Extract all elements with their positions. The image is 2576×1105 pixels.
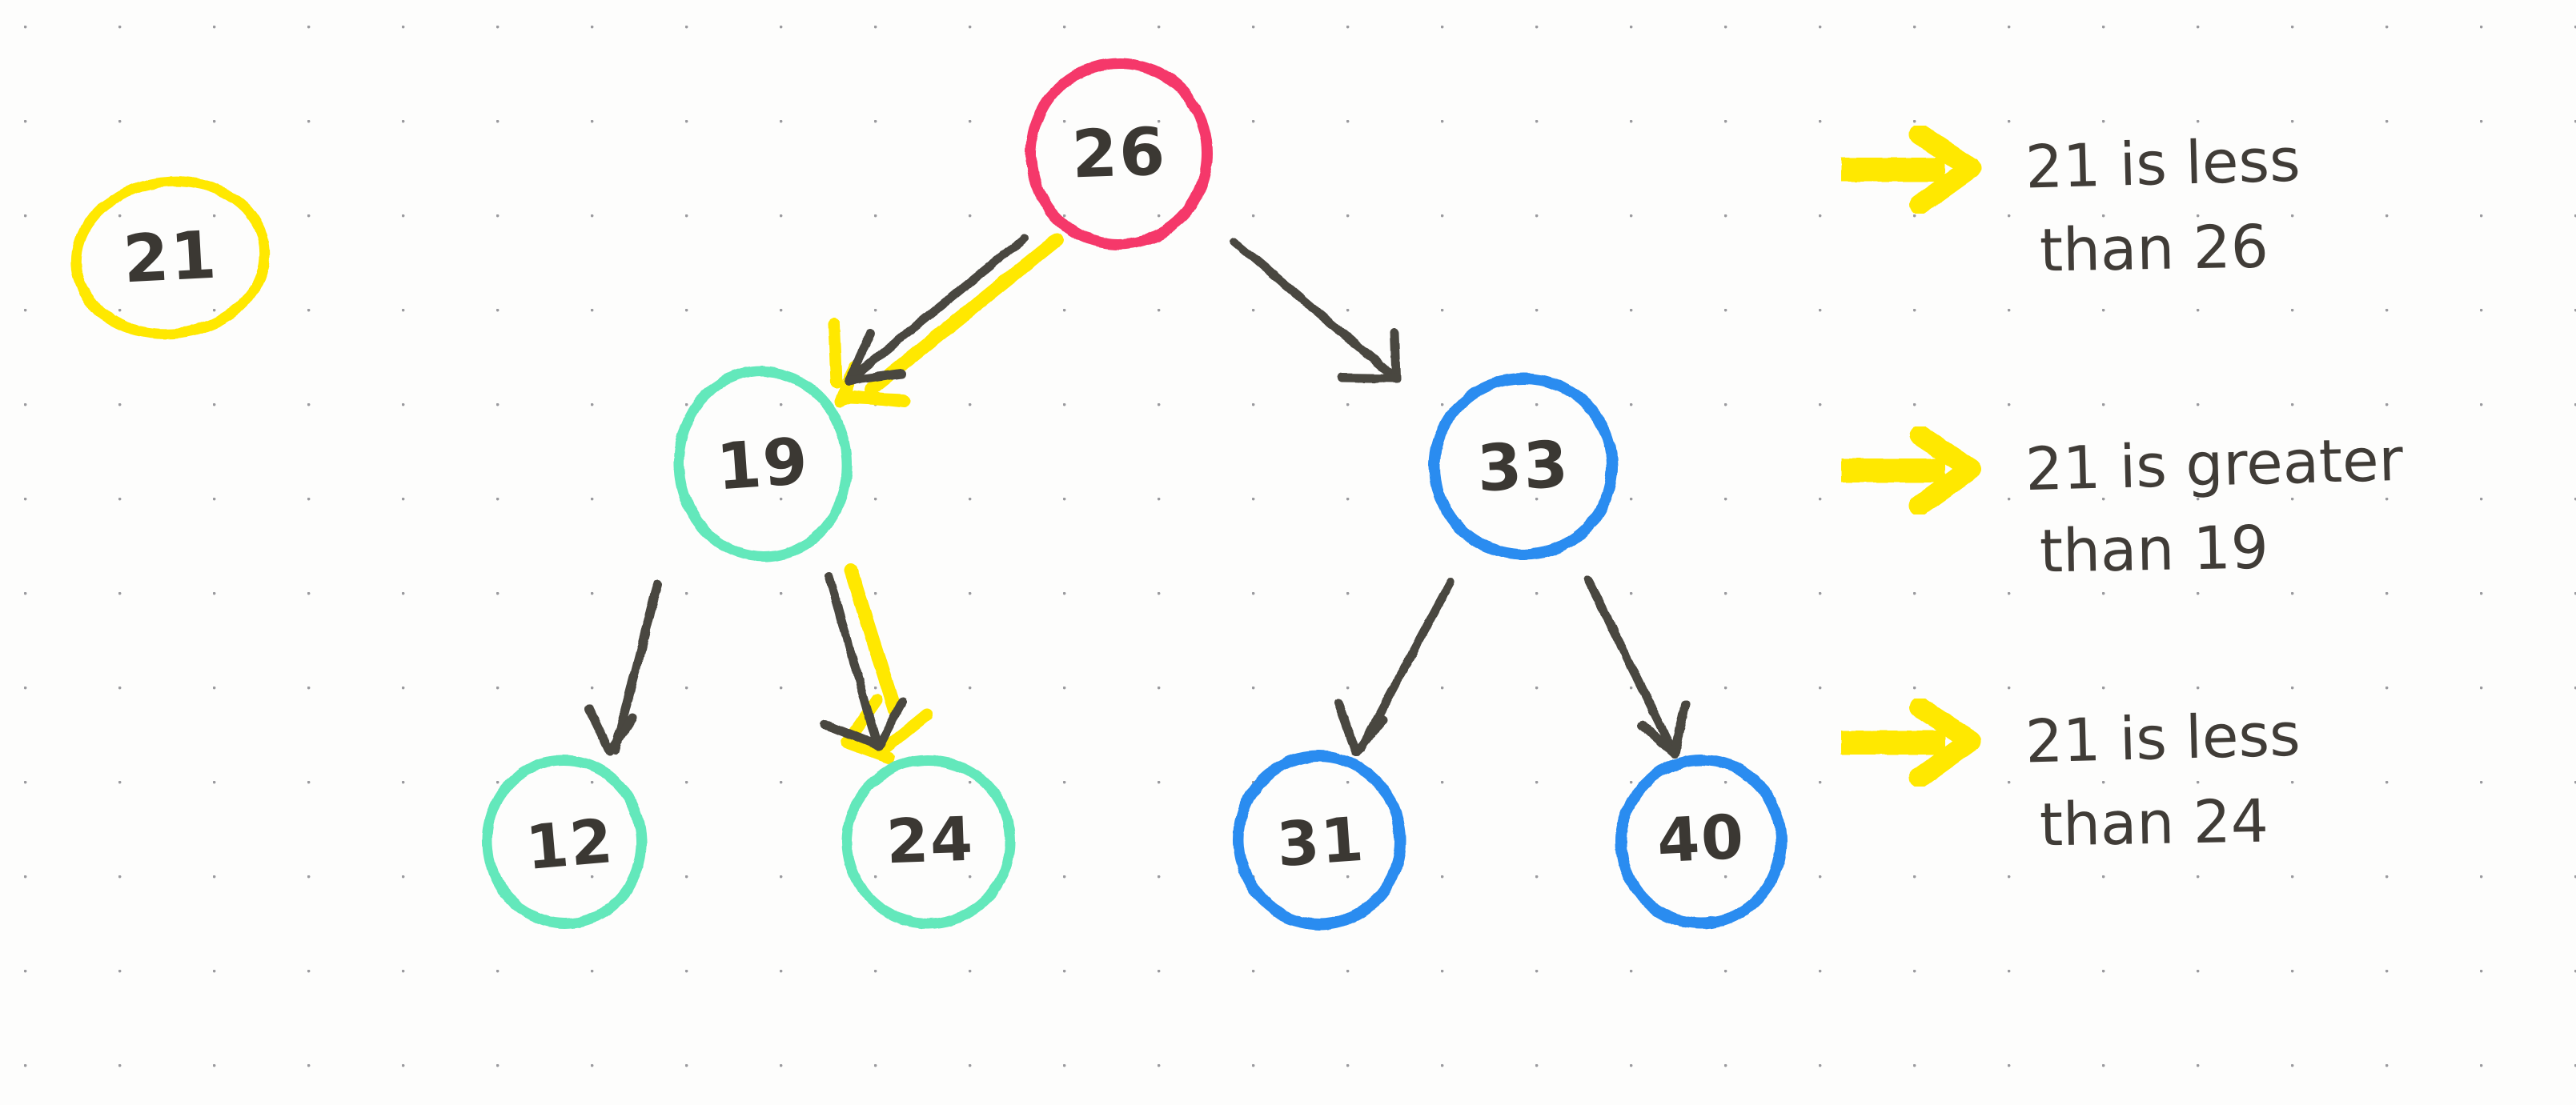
- annotation-1-line-2: than 26: [2039, 212, 2269, 286]
- node-label-19: 19: [714, 423, 812, 505]
- search-key-circle-21: [70, 176, 271, 339]
- node-circle-33: [1429, 372, 1618, 561]
- annotation-arrow-2: [1841, 425, 1981, 516]
- node-label-26: 26: [1070, 114, 1168, 194]
- node-label-12: 12: [523, 804, 617, 884]
- node-label-24: 24: [885, 803, 976, 878]
- edge-arrow-33-40: [1583, 575, 1690, 759]
- node-circle-26: [1025, 58, 1214, 250]
- node-label-33: 33: [1475, 426, 1572, 506]
- highlight-path-26-to-19: [828, 233, 1064, 408]
- edge-arrow-33-31: [1334, 578, 1455, 757]
- node-circle-24: [841, 755, 1016, 929]
- node-label-40: 40: [1655, 800, 1747, 877]
- annotation-1-line-1: 21 is less: [2024, 126, 2301, 202]
- edge-arrow-19-12: [584, 579, 663, 757]
- annotation-2-line-1: 21 is greater: [2024, 425, 2404, 505]
- node-circle-31: [1232, 751, 1406, 930]
- node-circle-40: [1615, 755, 1788, 929]
- edge-arrow-19-24: [820, 571, 907, 751]
- annotation-arrow-1: [1841, 124, 1981, 215]
- edge-arrow-26-33: [1230, 237, 1401, 383]
- node-circle-12: [482, 755, 647, 929]
- node-label-31: 31: [1274, 803, 1367, 881]
- edge-arrow-26-19: [844, 233, 1029, 386]
- search-key-label-21: 21: [121, 217, 220, 298]
- annotation-3-line-2: than 24: [2039, 787, 2269, 860]
- annotation-3-line-1: 21 is less: [2024, 700, 2301, 777]
- annotation-arrow-3: [1841, 697, 1981, 788]
- node-circle-19: [673, 366, 853, 563]
- annotation-2-line-2: than 19: [2039, 513, 2269, 587]
